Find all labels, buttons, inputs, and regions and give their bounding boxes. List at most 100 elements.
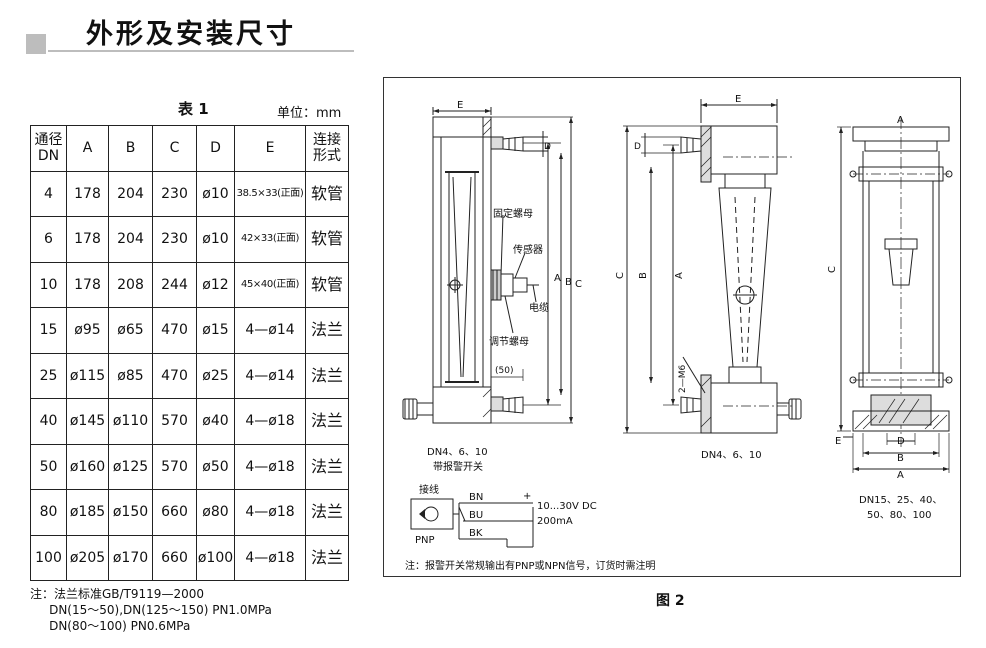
dim-a-right: A [897, 470, 904, 481]
wire-voltage: 10...30V DC [537, 501, 597, 512]
note-line: 注：法兰标准GB/T9119—2000 [30, 587, 204, 601]
table-cell: 230 [152, 170, 197, 217]
table-cell: 204 [108, 216, 153, 263]
dim-d-mid: D [634, 142, 641, 152]
table-cell: 25 [30, 352, 67, 399]
dim-m6: 2—M6 [678, 365, 688, 393]
label-fixed-nut: 固定螺母 [493, 207, 533, 220]
dim-50-left: (50) [495, 366, 513, 376]
table-cell: 4—ø18 [234, 443, 306, 490]
table-cell: ø12 [196, 261, 235, 308]
table-cell: ø110 [108, 398, 153, 445]
table-cell: 204 [108, 170, 153, 217]
table-cell: ø160 [66, 443, 109, 490]
table-header-cell: 连接 形式 [305, 125, 349, 172]
figure-frame [383, 77, 961, 577]
label-sensor: 传感器 [513, 243, 543, 256]
table-header-cell: 通径 DN [30, 125, 67, 172]
left-caption-size: DN4、6、10 [427, 447, 488, 458]
table-cell: 6 [30, 216, 67, 263]
table-header-cell: D [196, 125, 235, 172]
table-cell: ø115 [66, 352, 109, 399]
left-caption-alarm: 带报警开关 [433, 460, 483, 473]
table-cell: 80 [30, 489, 67, 536]
table-cell: 470 [152, 352, 197, 399]
dim-c-left: C [575, 279, 582, 290]
table-cell: 15 [30, 307, 67, 354]
dim-d-left: D [544, 142, 551, 152]
table-cell: ø65 [108, 307, 153, 354]
figure-caption: 图 2 [656, 593, 685, 609]
table-cell: 178 [66, 216, 109, 263]
dim-e-mid: E [735, 94, 741, 105]
table-cell: ø125 [108, 443, 153, 490]
table-cell: 178 [66, 261, 109, 308]
table-cell: ø85 [108, 352, 153, 399]
page-title: 外形及安装尺寸 [86, 19, 296, 50]
table-cell: 42×33(正面) [234, 216, 306, 263]
table-cell: 40 [30, 398, 67, 445]
table-cell: 法兰 [305, 443, 349, 490]
middle-flowmeter-drawing [623, 99, 802, 434]
table-cell: 100 [30, 534, 67, 581]
table-cell: 4—ø18 [234, 534, 306, 581]
right-caption-sizes: DN15、25、40、 [859, 495, 942, 506]
table-cell: 4—ø14 [234, 307, 306, 354]
mid-caption-size: DN4、6、10 [701, 450, 762, 461]
dim-b-right: B [897, 453, 904, 464]
table-cell: 软管 [305, 170, 349, 217]
table-cell: 4—ø14 [234, 352, 306, 399]
dim-d-right: D [897, 436, 905, 447]
table-cell: 570 [152, 443, 197, 490]
table-cell: 法兰 [305, 398, 349, 445]
wiring-diagram [410, 498, 534, 548]
table-cell: 244 [152, 261, 197, 308]
table-cell: ø205 [66, 534, 109, 581]
dim-a-left: A [554, 273, 561, 284]
dim-e-right: E [835, 436, 841, 447]
table-cell: 软管 [305, 261, 349, 308]
table-cell: 230 [152, 216, 197, 263]
wiring-title: 接线 [419, 483, 439, 496]
table-cell: ø50 [196, 443, 235, 490]
wire-bn: BN [469, 492, 483, 503]
dim-e-left: E [457, 100, 463, 111]
table-cell: 660 [152, 489, 197, 536]
table-cell: 法兰 [305, 534, 349, 581]
table-cell: 4—ø18 [234, 398, 306, 445]
table-cell: ø150 [108, 489, 153, 536]
table-cell: 软管 [305, 216, 349, 263]
table-cell: 45×40(正面) [234, 261, 306, 308]
wire-bk: BK [469, 528, 483, 539]
flange-note: 注：法兰标准GB/T9119—2000 DN(15～50),DN(125～150… [30, 586, 272, 634]
right-caption-sizes-2: 50、80、100 [867, 510, 932, 521]
table-cell: 470 [152, 307, 197, 354]
table-title: 表 1 [178, 100, 209, 118]
left-flowmeter-drawing [402, 107, 573, 424]
dim-a-top-right: A [897, 115, 904, 126]
table-cell: 法兰 [305, 307, 349, 354]
table-cell: ø40 [196, 398, 235, 445]
dim-a-mid: A [674, 272, 685, 279]
table-cell: 法兰 [305, 489, 349, 536]
wire-bu: BU [469, 510, 483, 521]
table-cell: 208 [108, 261, 153, 308]
note-line: DN(15～50),DN(125～150) PN1.0MPa [30, 603, 272, 617]
figure-note: 注：报警开关常规输出有PNP或NPN信号，订货时需注明 [405, 559, 656, 572]
dim-c-right: C [827, 266, 838, 273]
table-cell: ø80 [196, 489, 235, 536]
table-cell: ø10 [196, 170, 235, 217]
table-cell: 570 [152, 398, 197, 445]
dim-b-mid: B [638, 272, 649, 279]
table-cell: ø25 [196, 352, 235, 399]
